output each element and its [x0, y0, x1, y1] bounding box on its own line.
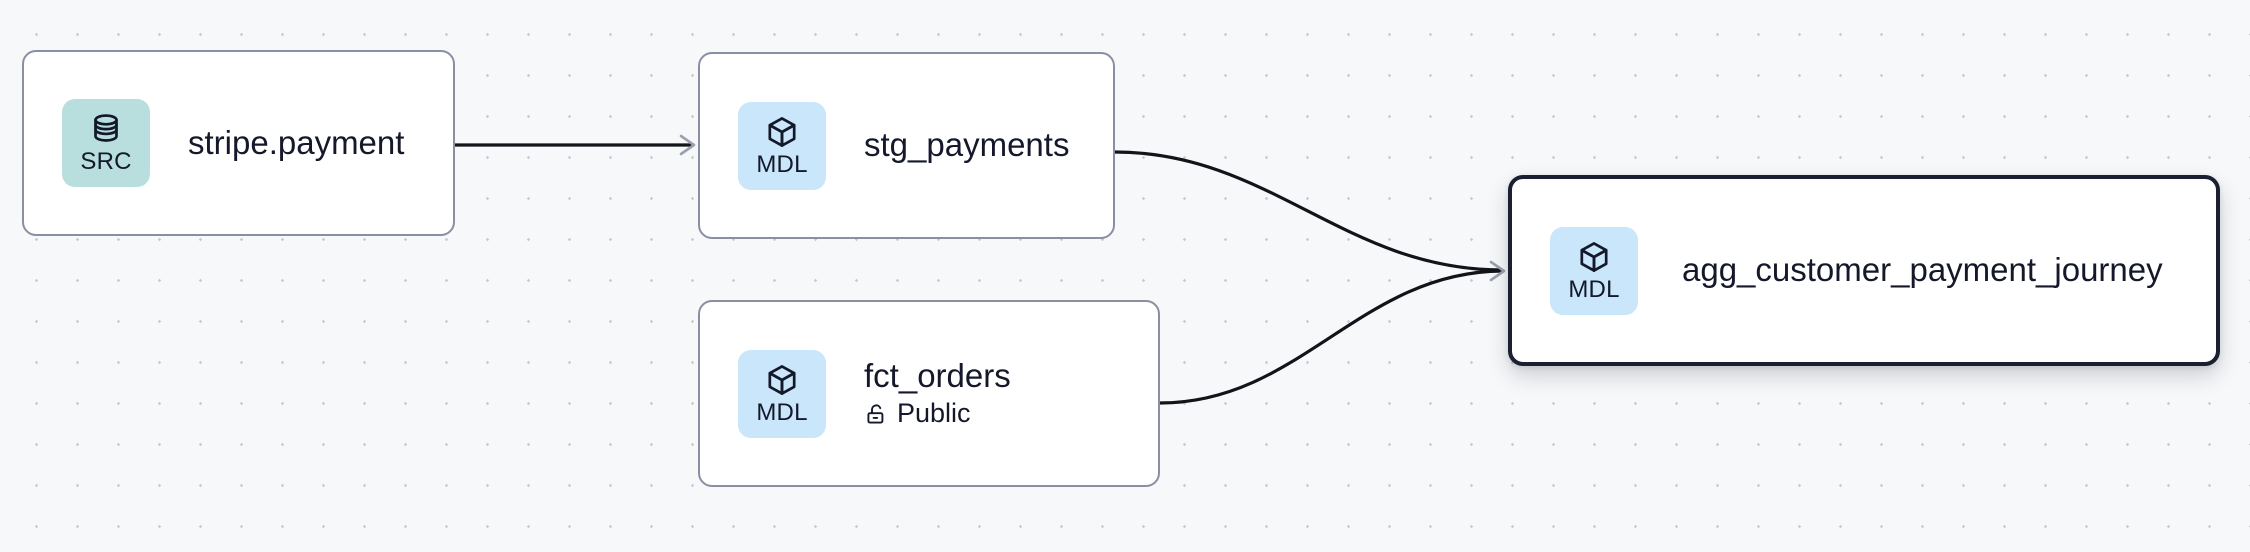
cube-icon	[1580, 241, 1608, 272]
node-type-badge-mdl: MDL	[738, 101, 826, 190]
node-visibility: Public	[864, 398, 1011, 429]
node-title: stripe.payment	[188, 123, 405, 161]
node-body: stripe.payment	[188, 123, 405, 162]
node-body: stg_payments	[864, 126, 1070, 164]
lineage-node-stg-payments[interactable]: MDL stg_payments	[698, 52, 1115, 239]
badge-label: SRC	[80, 148, 132, 175]
node-type-badge-src: SRC	[62, 99, 150, 187]
cube-icon	[768, 116, 796, 147]
edge-src-to-stg	[455, 134, 696, 156]
node-type-badge-mdl: MDL	[1550, 226, 1638, 315]
lineage-node-agg-customer-payment-journey[interactable]: MDL agg_customer_payment_journey	[1508, 175, 2220, 366]
cube-icon	[768, 364, 796, 395]
badge-label: MDL	[756, 398, 808, 426]
lineage-node-stripe-payment[interactable]: SRC stripe.payment	[22, 50, 455, 236]
edge-stg-to-agg	[1114, 150, 1503, 272]
node-type-badge-mdl: MDL	[738, 349, 826, 438]
badge-label: MDL	[1568, 275, 1620, 303]
edge-arrowhead-into-agg	[1489, 260, 1506, 282]
node-title: agg_customer_payment_journey	[1682, 251, 2163, 289]
lineage-node-fct-orders[interactable]: MDL fct_orders Public	[698, 300, 1160, 487]
node-body: agg_customer_payment_journey	[1682, 251, 2163, 289]
node-body: fct_orders Public	[864, 357, 1011, 429]
edge-fct-to-agg	[1159, 269, 1503, 405]
unlock-icon	[867, 404, 884, 424]
node-visibility-label: Public	[897, 398, 971, 429]
node-title: stg_payments	[864, 126, 1070, 164]
node-title: fct_orders	[864, 357, 1011, 395]
badge-label: MDL	[756, 150, 808, 178]
database-icon	[94, 114, 118, 142]
